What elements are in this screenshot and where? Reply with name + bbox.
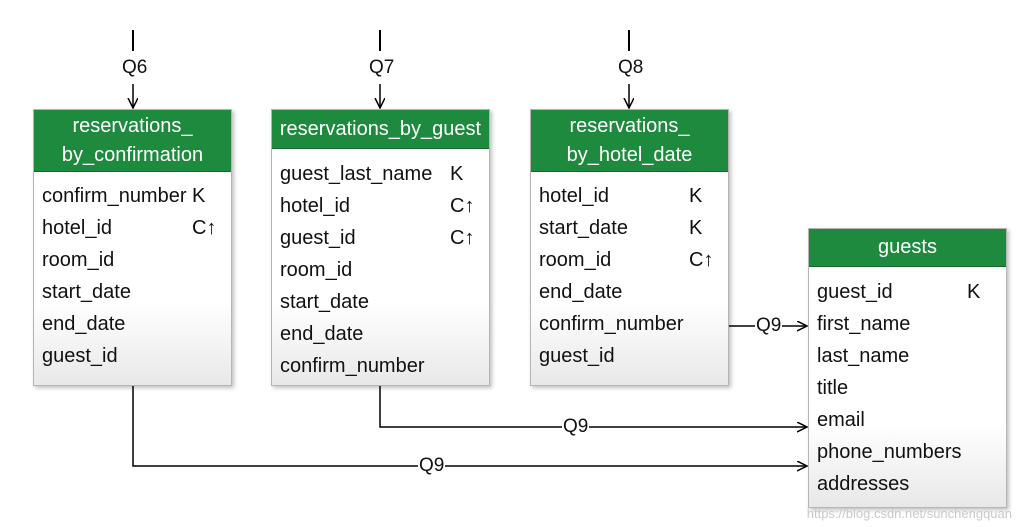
column-row: end_date [42, 308, 231, 340]
column-row: room_id [42, 244, 231, 276]
column-name: room_id [539, 249, 612, 271]
q9-hotel-date-label: Q9 [755, 315, 783, 337]
column-name: guest_id [42, 345, 118, 367]
table-name-line: by_confirmation [61, 143, 204, 166]
column-row: last_name [817, 340, 1006, 372]
column-name: addresses [817, 473, 910, 495]
column-name: hotel_id [42, 217, 113, 239]
column-row: guest_last_name K [280, 158, 489, 190]
key-marker: C↑ [450, 227, 475, 249]
column-name: room_id [280, 259, 353, 281]
table-guests: guests guest_id K first_name last_name ti… [808, 228, 1007, 508]
column-row: confirm_number [539, 308, 728, 340]
column-row: room_id C↑ [539, 244, 728, 276]
key-marker: K [689, 185, 703, 207]
column-name: confirm_number [539, 313, 684, 335]
table-header: reservations_by_guest [272, 110, 489, 149]
q8-label: Q8 [617, 57, 645, 79]
column-row: start_date [42, 276, 231, 308]
column-row: end_date [280, 318, 489, 350]
column-row: end_date [539, 276, 728, 308]
table-name-line: guests [878, 236, 937, 258]
table-reservations-by-guest: reservations_by_guest guest_last_name K h… [271, 109, 490, 386]
column-name: first_name [817, 313, 911, 335]
table-header: reservations_ by_hotel_date [531, 110, 728, 172]
table-header: guests [809, 229, 1006, 267]
table-name-line: reservations_by_guest [279, 117, 482, 140]
column-name: email [817, 409, 865, 431]
q7-label: Q7 [368, 57, 396, 79]
column-name: hotel_id [280, 195, 351, 217]
column-name: start_date [280, 291, 369, 313]
table-name-line: reservations_ [569, 114, 690, 137]
q6-label: Q6 [121, 57, 149, 79]
column-name: last_name [817, 345, 910, 367]
table-name-line: by_hotel_date [566, 143, 693, 166]
column-row: guest_id K [817, 276, 1006, 308]
table-reservations-by-confirmation: reservations_ by_confirmation confirm_nu… [33, 109, 232, 386]
column-row: guest_id [539, 340, 728, 372]
column-row: first_name [817, 308, 1006, 340]
q9-by-guest-label: Q9 [562, 416, 590, 438]
column-row: hotel_id K [539, 180, 728, 212]
column-row: email [817, 404, 1006, 436]
column-row: hotel_id C↑ [42, 212, 231, 244]
column-row: room_id [280, 254, 489, 286]
column-row: start_date K [539, 212, 728, 244]
key-marker: C↑ [450, 195, 475, 217]
column-name: hotel_id [539, 185, 610, 207]
column-name: guest_id [280, 227, 356, 249]
column-name: room_id [42, 249, 115, 271]
column-row: phone_numbers [817, 436, 1006, 468]
q9-by-confirmation-connector [132, 386, 807, 466]
column-name: guest_id [539, 345, 615, 367]
column-row: title [817, 372, 1006, 404]
key-marker: C↑ [192, 217, 217, 239]
column-name: title [817, 377, 849, 399]
column-row: hotel_id C↑ [280, 190, 489, 222]
table-header: reservations_ by_confirmation [34, 110, 231, 172]
column-name: end_date [539, 281, 623, 303]
column-name: start_date [539, 217, 628, 239]
column-name: start_date [42, 281, 131, 303]
key-marker: K [192, 185, 206, 207]
key-marker: K [967, 281, 981, 303]
column-name: guest_id [817, 281, 893, 303]
column-name: confirm_number [280, 355, 425, 377]
column-row: confirm_number [280, 350, 489, 382]
column-row: guest_id [42, 340, 231, 372]
column-row: addresses [817, 468, 1006, 500]
q9-by-confirmation-label: Q9 [418, 455, 446, 477]
column-row: guest_id C↑ [280, 222, 489, 254]
table-name-line: reservations_ [72, 114, 193, 137]
key-marker: K [450, 163, 464, 185]
watermark: https://blog.csdn.net/sunchengquan [806, 506, 1012, 521]
column-name: phone_numbers [817, 441, 962, 463]
key-marker: K [689, 217, 703, 239]
column-name: end_date [280, 323, 364, 345]
q9-by-guest-connector [379, 386, 807, 427]
column-name: guest_last_name [280, 163, 433, 185]
column-name: confirm_number [42, 185, 187, 207]
key-marker: C↑ [689, 249, 714, 271]
column-name: end_date [42, 313, 126, 335]
column-row: start_date [280, 286, 489, 318]
